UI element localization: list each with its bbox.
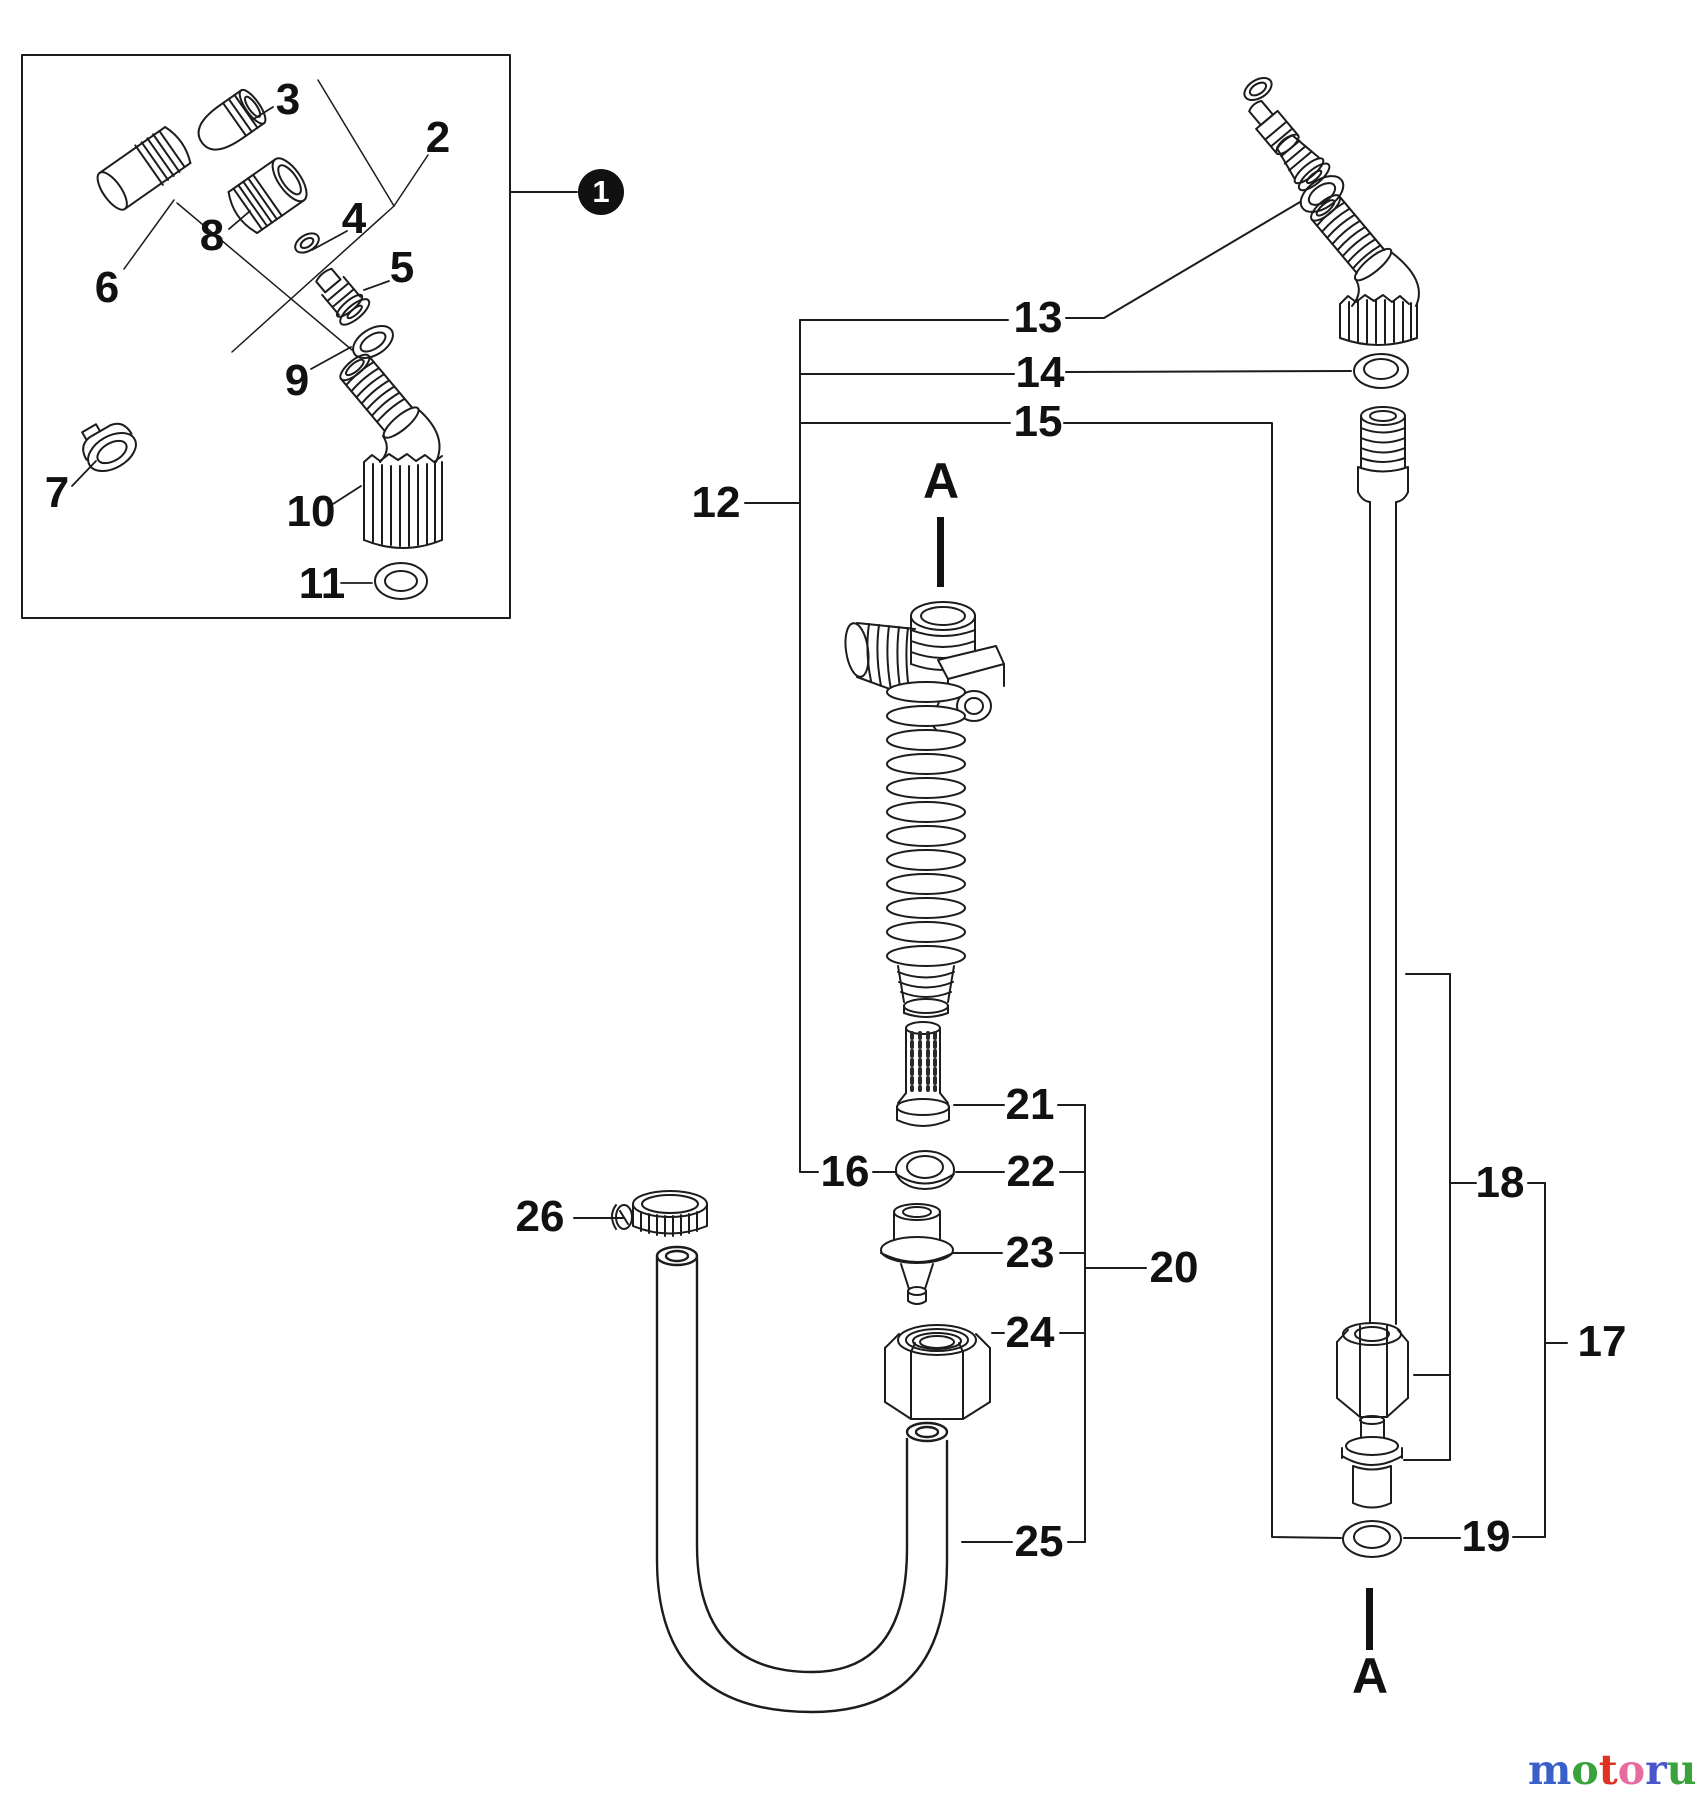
logo-letter: t [1598,1746,1618,1794]
bracket-18 [1403,973,1477,1461]
logo-letter: u [1666,1746,1695,1794]
callout-26: 26 [515,1192,565,1241]
leader-15 [799,422,1342,1539]
part-13-o-ring [1299,175,1345,213]
part-19-o-ring [1342,1520,1402,1558]
callout-11: 11 [298,559,346,608]
callout-14: 14 [1015,348,1065,397]
callout-4: 4 [341,194,367,243]
part-26-hose-clamp [611,1190,708,1237]
callout-23: 23 [1005,1228,1055,1277]
logo-letter: o [1571,1746,1599,1794]
part-7-cap [81,422,137,472]
section-a-top-label: A [922,453,960,509]
callout-25: 25 [1014,1517,1064,1566]
part-10-elbow [339,353,443,549]
part-6-cylinder [96,126,192,211]
callout-21: 21 [1005,1080,1055,1129]
callout-16: 16 [820,1147,870,1196]
callout-5: 5 [389,243,415,292]
leader-14 [799,370,1352,375]
part-3-bullet-cap [197,88,267,151]
section-a-bottom-label: A [1351,1648,1389,1704]
section-a-bottom-bar [1366,1588,1373,1650]
callout-15: 15 [1013,397,1063,446]
callout-19: 19 [1461,1512,1511,1561]
part-21-filter [896,1021,950,1127]
section-a-top-bar [937,517,944,587]
leader-13 [799,201,1301,321]
callout-8: 8 [199,211,225,260]
callout-3: 3 [275,75,301,124]
part-24-hex-nut [884,1324,991,1420]
callout-2: 2 [425,113,451,162]
part-4-o-ring [294,232,320,254]
callout-12: 12 [691,478,741,527]
callout-20: 20 [1149,1243,1199,1292]
bracket-12 [744,319,819,1173]
inset-leader-lines [71,106,390,584]
inset-box [21,54,578,619]
part-8-knurled-nut [227,157,308,234]
callout-24: 24 [1005,1308,1055,1357]
part-14-o-ring [1353,353,1409,389]
callout-18: 18 [1475,1158,1525,1207]
logo-letter: r [1645,1746,1667,1794]
callout-6: 6 [94,263,120,312]
part-9-washer [352,324,394,360]
callout-17: 17 [1577,1317,1627,1366]
callout-13: 13 [1013,293,1063,342]
nozzle-parts [1243,76,1420,389]
callout-1-badge: 1 [578,169,624,215]
part-25-hose [655,1245,949,1714]
logo-letter: o [1617,1746,1646,1794]
logo-letter: m [1528,1746,1572,1794]
part-11-o-ring [374,562,428,600]
callout-10: 10 [286,487,336,536]
motoruf-logo[interactable]: m o t o r u f .de [1528,1746,1695,1794]
callout-7: 7 [44,468,70,517]
inset-guide-lines [123,79,429,353]
part-5-nozzle-insert [315,267,371,326]
callout-22: 22 [1006,1147,1056,1196]
part-22-washer [895,1150,955,1190]
part-23-check-valve [880,1203,954,1305]
control-valve-assembly [844,601,1005,1018]
callout-9: 9 [284,356,310,405]
lance-assembly [1336,406,1409,1558]
bracket-20 [953,1104,1147,1543]
bracket-17 [1512,1182,1568,1538]
